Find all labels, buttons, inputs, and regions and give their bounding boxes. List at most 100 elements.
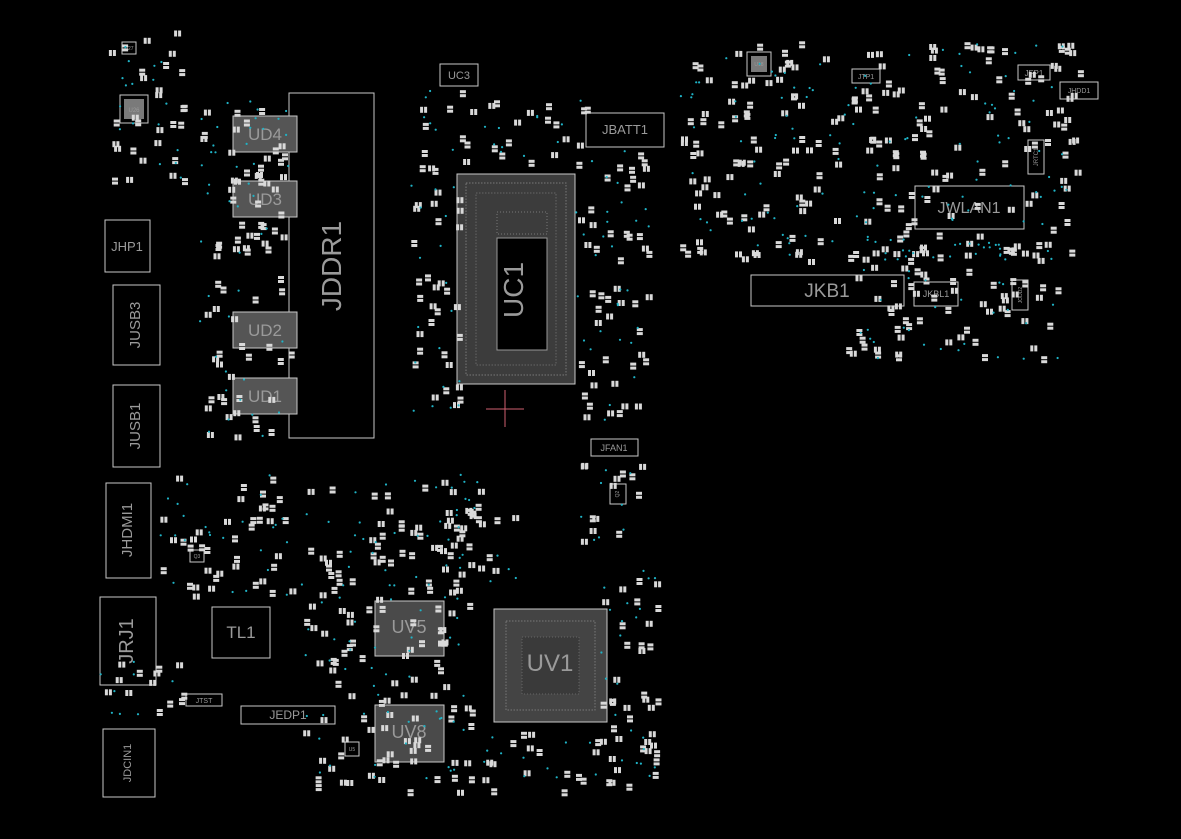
component-jwlan1[interactable]: JWLAN1	[914, 185, 1025, 230]
component-ud1[interactable]: UD1	[232, 377, 298, 415]
component-jhdmi1[interactable]: JHDMI1	[105, 482, 152, 579]
passive-component	[234, 555, 240, 563]
passive-component	[607, 410, 615, 417]
passive-component	[589, 222, 597, 229]
passive-component	[636, 578, 643, 585]
passive-component	[139, 157, 147, 164]
passive-component	[414, 737, 422, 744]
component-jtst[interactable]: JTST	[185, 693, 223, 707]
via	[620, 759, 624, 762]
via	[496, 554, 499, 557]
component-jdcin1[interactable]: JDCIN1	[102, 728, 156, 798]
via	[121, 77, 124, 80]
component-jusb1[interactable]: JUSB1	[112, 384, 161, 468]
component-q3[interactable]: Q3	[189, 549, 205, 563]
via	[575, 211, 578, 214]
passive-component	[938, 68, 945, 76]
component-u5[interactable]: U5	[344, 741, 360, 757]
passive-component	[873, 346, 881, 353]
passive-component	[576, 161, 583, 169]
component-jbatt1[interactable]: JBATT1	[585, 112, 665, 148]
passive-component	[409, 747, 417, 754]
passive-component	[160, 516, 168, 523]
via	[854, 86, 857, 89]
via	[780, 96, 783, 99]
passive-component	[216, 350, 223, 358]
passive-component	[775, 241, 782, 249]
passive-component	[444, 287, 451, 295]
via	[447, 538, 450, 541]
passive-component	[755, 146, 763, 153]
component-jtp1[interactable]: JTP1	[851, 68, 881, 84]
component-jrj1[interactable]: JRJ1	[99, 596, 157, 686]
passive-component	[277, 358, 284, 365]
passive-component	[884, 137, 892, 144]
component-uc3[interactable]: UC3	[439, 63, 479, 87]
passive-component	[499, 152, 506, 160]
passive-component	[149, 679, 157, 686]
passive-component	[932, 186, 940, 193]
passive-component	[288, 351, 295, 359]
via	[333, 638, 336, 641]
passive-component	[234, 236, 241, 244]
passive-component	[349, 578, 356, 586]
passive-component	[1047, 322, 1054, 330]
component-uv5[interactable]: UV5	[374, 600, 445, 657]
component-q2[interactable]: Q2	[609, 483, 627, 505]
component-jddr1[interactable]: JDDR1	[288, 92, 375, 439]
via	[698, 81, 701, 84]
passive-component	[701, 111, 709, 117]
passive-component	[741, 82, 749, 89]
passive-component	[379, 555, 386, 563]
component-uv8[interactable]: UV8	[374, 704, 445, 763]
component-uc1[interactable]: UC1	[456, 173, 576, 385]
component-jkbl1[interactable]: JKBL1	[913, 281, 959, 307]
via	[328, 659, 331, 662]
passive-component	[888, 309, 895, 316]
via	[647, 225, 650, 228]
via	[1050, 86, 1053, 89]
passive-component	[645, 294, 653, 301]
via	[429, 89, 432, 93]
via	[734, 100, 737, 103]
component-tl1[interactable]: TL1	[211, 606, 271, 659]
passive-component	[422, 122, 429, 130]
component-uv1[interactable]: UV1	[493, 608, 608, 723]
passive-component	[1061, 123, 1068, 131]
passive-component	[947, 213, 955, 219]
passive-component	[966, 268, 973, 276]
via	[445, 564, 448, 567]
passive-component	[799, 199, 806, 207]
via	[977, 243, 980, 246]
passive-component	[1064, 47, 1071, 55]
via	[260, 232, 263, 235]
passive-component	[593, 245, 600, 253]
passive-component	[156, 709, 163, 716]
component-jusb3[interactable]: JUSB3	[112, 284, 161, 366]
via	[493, 143, 496, 146]
component-jhp1[interactable]: JHP1	[104, 219, 151, 273]
passive-component	[817, 238, 824, 246]
passive-component	[641, 691, 648, 699]
component-jrtc1[interactable]: JRTC1	[1027, 139, 1045, 175]
passive-component	[576, 773, 582, 781]
component-jkb1[interactable]: JKB1	[750, 274, 905, 307]
via	[449, 769, 452, 772]
passive-component	[325, 559, 332, 566]
component-jfan1[interactable]: JFAN1	[590, 438, 639, 457]
component-jedp1[interactable]: JEDP1	[240, 705, 336, 725]
component-u27[interactable]: U27	[121, 41, 137, 55]
via	[304, 654, 307, 657]
passive-component	[791, 64, 799, 71]
via	[638, 607, 642, 611]
via	[231, 590, 234, 594]
passive-component	[320, 717, 328, 724]
component-jhdd1[interactable]: JHDD1	[1059, 81, 1099, 100]
passive-component	[970, 44, 978, 51]
passive-component	[894, 303, 902, 310]
passive-component	[468, 776, 475, 784]
passive-component	[1056, 107, 1064, 114]
component-ud2[interactable]: UD2	[232, 311, 298, 349]
component-ud4[interactable]: UD4	[232, 115, 298, 153]
